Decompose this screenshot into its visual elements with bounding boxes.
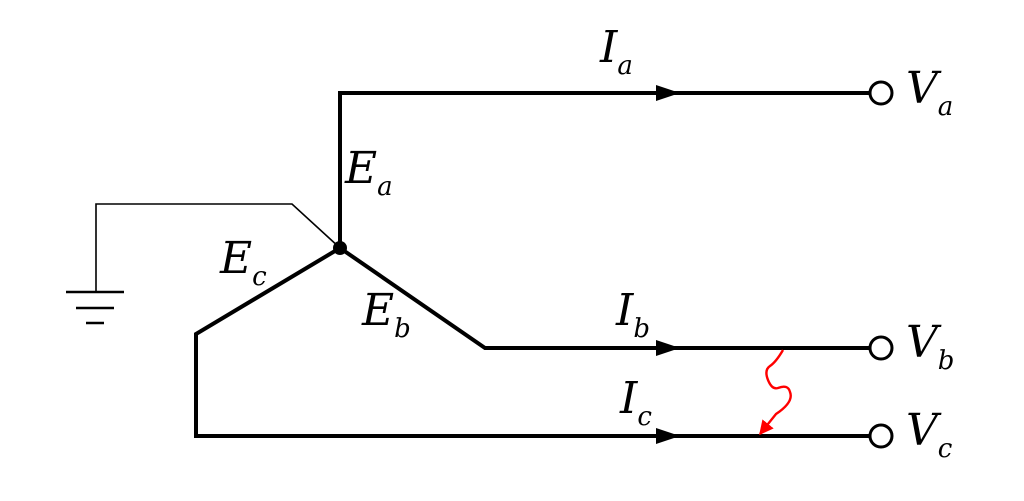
label-vb: Vb xyxy=(906,317,954,376)
ground-connection xyxy=(95,203,341,292)
phase-b-line xyxy=(338,246,870,350)
terminal-circle-icon xyxy=(868,80,894,106)
arrow-right-icon xyxy=(656,428,680,444)
arrow-right-icon xyxy=(656,85,680,101)
label-ia: Ia xyxy=(599,22,633,81)
terminal-circle-icon xyxy=(868,335,894,361)
ground-icon xyxy=(66,290,124,325)
label-ec: Ec xyxy=(219,233,267,292)
label-vc: Vc xyxy=(906,405,953,464)
arrow-right-icon xyxy=(656,340,680,356)
phase-c-line xyxy=(194,246,870,438)
label-ea: Ea xyxy=(344,143,393,202)
label-ib: Ib xyxy=(615,285,650,344)
phase-a-line xyxy=(338,91,870,248)
terminal-circle-icon xyxy=(868,423,894,449)
label-eb: Eb xyxy=(361,285,411,344)
label-va: Va xyxy=(906,63,953,122)
label-ic: Ic xyxy=(619,373,652,432)
fault-arrow-icon xyxy=(759,349,792,436)
junction-dot-icon xyxy=(333,241,347,255)
